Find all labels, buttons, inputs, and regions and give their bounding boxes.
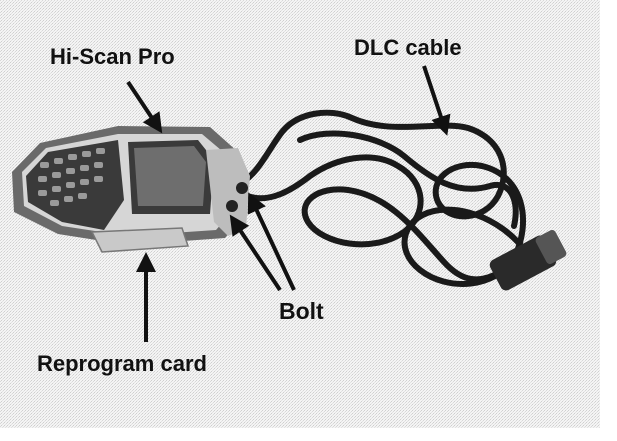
hiscan-device <box>12 126 250 253</box>
arrow-hiscan <box>126 80 163 134</box>
bolt-lower <box>226 200 238 212</box>
arrow-bolt-a <box>229 214 282 292</box>
keypad <box>38 148 105 206</box>
label-reprogram-card: Reprogram card <box>37 351 207 376</box>
bolt-upper <box>236 182 248 194</box>
arrow-bolt-b <box>247 192 296 291</box>
reprogram-card <box>90 227 190 253</box>
cable-connector <box>489 230 567 291</box>
scanner-photo <box>0 0 600 428</box>
label-dlc-cable: DLC cable <box>354 35 462 60</box>
label-bolt: Bolt <box>279 298 324 324</box>
label-hiscan-pro: Hi-Scan Pro <box>50 44 175 69</box>
arrow-dlc <box>422 65 451 136</box>
dlc-cable <box>235 109 533 287</box>
